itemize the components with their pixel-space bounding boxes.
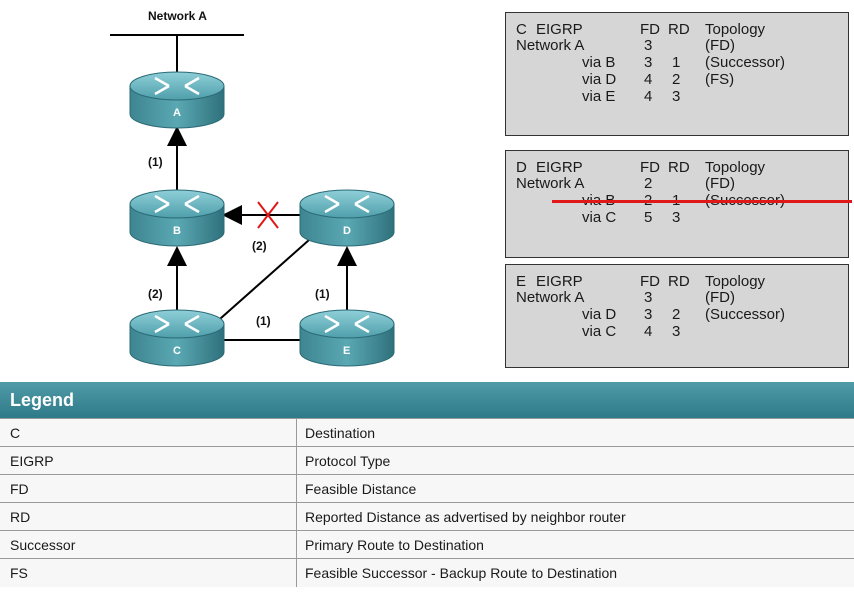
table-cell: 3 xyxy=(644,289,653,306)
router-c-icon[interactable]: C xyxy=(129,309,225,367)
table-cell: 4 xyxy=(644,71,653,88)
table-cell: via C xyxy=(582,209,617,226)
table-cell: 2 xyxy=(644,175,653,192)
table-cell: 3 xyxy=(672,88,681,105)
table-cell: 4 xyxy=(644,88,653,105)
table-cell: 2 xyxy=(672,306,681,323)
column-divider xyxy=(296,475,297,503)
table-cell: 4 xyxy=(644,323,653,340)
router-label: A xyxy=(173,107,181,119)
legend-row: FD Feasible Distance xyxy=(0,474,854,503)
legend-row: C Destination xyxy=(0,418,854,447)
table-cell: 3 xyxy=(644,54,653,71)
table-cell: 3 xyxy=(672,209,681,226)
table-cell: Topology xyxy=(705,273,766,290)
table-cell: RD xyxy=(668,159,690,176)
strikethrough-line xyxy=(552,200,852,203)
table-cell: (Successor) xyxy=(705,54,786,71)
table-cell: D xyxy=(516,159,527,176)
table-cell: Topology xyxy=(705,159,766,176)
table-cell: Network A xyxy=(516,175,585,192)
legend-definition: Feasible Successor - Backup Route to Des… xyxy=(305,565,618,581)
legend-term: EIGRP xyxy=(10,453,54,469)
topology-table-c: C EIGRP FD RD Topology Network A 3 (FD) … xyxy=(505,12,849,136)
table-cell: 2 xyxy=(672,71,681,88)
column-divider xyxy=(296,447,297,475)
router-b-icon[interactable]: B xyxy=(129,189,225,247)
table-cell: RD xyxy=(668,21,690,38)
table-cell: via C xyxy=(582,323,617,340)
column-divider xyxy=(296,559,297,587)
router-label: B xyxy=(173,225,181,237)
table-cell: 3 xyxy=(644,37,653,54)
table-cell: (FD) xyxy=(705,289,735,306)
table-cell: 3 xyxy=(644,306,653,323)
table-cell: FD xyxy=(640,273,660,290)
legend-term: C xyxy=(10,425,21,441)
link-label-e-d: (1) xyxy=(315,287,330,301)
table-cell: EIGRP xyxy=(536,273,583,290)
legend-row: RD Reported Distance as advertised by ne… xyxy=(0,502,854,531)
legend-header: Legend xyxy=(0,382,854,418)
table-cell: Topology xyxy=(705,21,766,38)
table-cell: C xyxy=(516,21,527,38)
table-cell: EIGRP xyxy=(536,159,583,176)
router-label: E xyxy=(343,345,350,357)
table-cell: via D xyxy=(582,71,617,88)
topology-table-d: D EIGRP FD RD Topology Network A 2 (FD) … xyxy=(505,150,852,258)
table-cell: (FD) xyxy=(705,37,735,54)
legend-row: Successor Primary Route to Destination xyxy=(0,530,854,559)
table-cell: 5 xyxy=(644,209,653,226)
table-cell: via B xyxy=(582,54,616,71)
table-cell: FD xyxy=(640,21,660,38)
table-cell: (FD) xyxy=(705,175,735,192)
table-cell: Network A xyxy=(516,37,585,54)
legend-table: Legend C Destination EIGRP Protocol Type… xyxy=(0,382,854,613)
link-label-c-e: (1) xyxy=(256,314,271,328)
link-c-d xyxy=(211,231,319,327)
legend-term: FD xyxy=(10,481,29,497)
network-a-label: Network A xyxy=(148,9,207,23)
table-cell: FD xyxy=(640,159,660,176)
legend-term: Successor xyxy=(10,537,76,553)
table-cell: via D xyxy=(582,306,617,323)
table-cell: EIGRP xyxy=(536,21,583,38)
network-diagram: Network A (1) (2) (2) (1) (1) A B C D xyxy=(110,9,395,367)
link-label-c-b: (2) xyxy=(148,287,163,301)
column-divider xyxy=(296,531,297,559)
router-d-icon[interactable]: D xyxy=(299,189,395,247)
topology-table-e: E EIGRP FD RD Topology Network A 3 (FD) … xyxy=(505,264,849,368)
legend-term: FS xyxy=(10,565,28,581)
legend-row: EIGRP Protocol Type xyxy=(0,446,854,475)
router-e-icon[interactable]: E xyxy=(299,309,395,367)
table-cell: Network A xyxy=(516,289,585,306)
legend-title: Legend xyxy=(10,390,75,410)
table-cell: (Successor) xyxy=(705,306,786,323)
table-cell: via E xyxy=(582,88,616,105)
legend-definition: Primary Route to Destination xyxy=(305,537,484,553)
table-cell: RD xyxy=(668,273,690,290)
table-cell: 3 xyxy=(672,323,681,340)
table-cell: (FS) xyxy=(705,71,735,88)
legend-term: RD xyxy=(10,509,31,525)
router-label: C xyxy=(173,345,181,357)
column-divider xyxy=(296,503,297,531)
column-divider xyxy=(296,419,297,447)
link-label-b-a: (1) xyxy=(148,155,163,169)
link-failure-x-icon xyxy=(257,201,279,229)
table-cell: E xyxy=(516,273,527,290)
legend-definition: Destination xyxy=(305,425,376,441)
table-cell: 1 xyxy=(672,54,681,71)
legend-definition: Feasible Distance xyxy=(305,481,417,497)
legend-row: FS Feasible Successor - Backup Route to … xyxy=(0,558,854,587)
router-a-icon[interactable]: A xyxy=(129,71,225,129)
legend-definition: Protocol Type xyxy=(305,453,391,469)
link-label-d-b: (2) xyxy=(252,239,267,253)
legend-definition: Reported Distance as advertised by neigh… xyxy=(305,509,626,525)
router-label: D xyxy=(343,225,351,237)
